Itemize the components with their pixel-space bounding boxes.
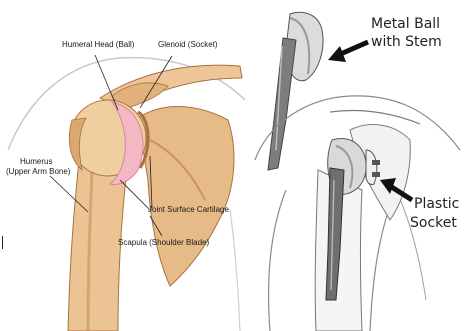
label-humeral-head: Humeral Head (Ball)	[62, 40, 134, 50]
label-socket: Socket	[410, 215, 457, 232]
implant-illustration	[255, 12, 460, 331]
edge-tick-mark	[2, 236, 3, 249]
label-scapula: Scapula (Shoulder Blade)	[118, 238, 209, 248]
label-metal-ball-stem: with Stem	[371, 34, 442, 51]
label-plastic: Plastic	[414, 196, 459, 213]
label-glenoid: Glenoid (Socket)	[158, 40, 218, 50]
label-humerus-subtitle: (Upper Arm Bone)	[6, 167, 70, 177]
label-cartilage: Joint Surface Cartilage	[148, 205, 229, 215]
label-metal-ball: Metal Ball	[371, 16, 440, 33]
anatomy-illustration	[8, 55, 245, 331]
label-humerus: Humerus	[20, 157, 52, 167]
